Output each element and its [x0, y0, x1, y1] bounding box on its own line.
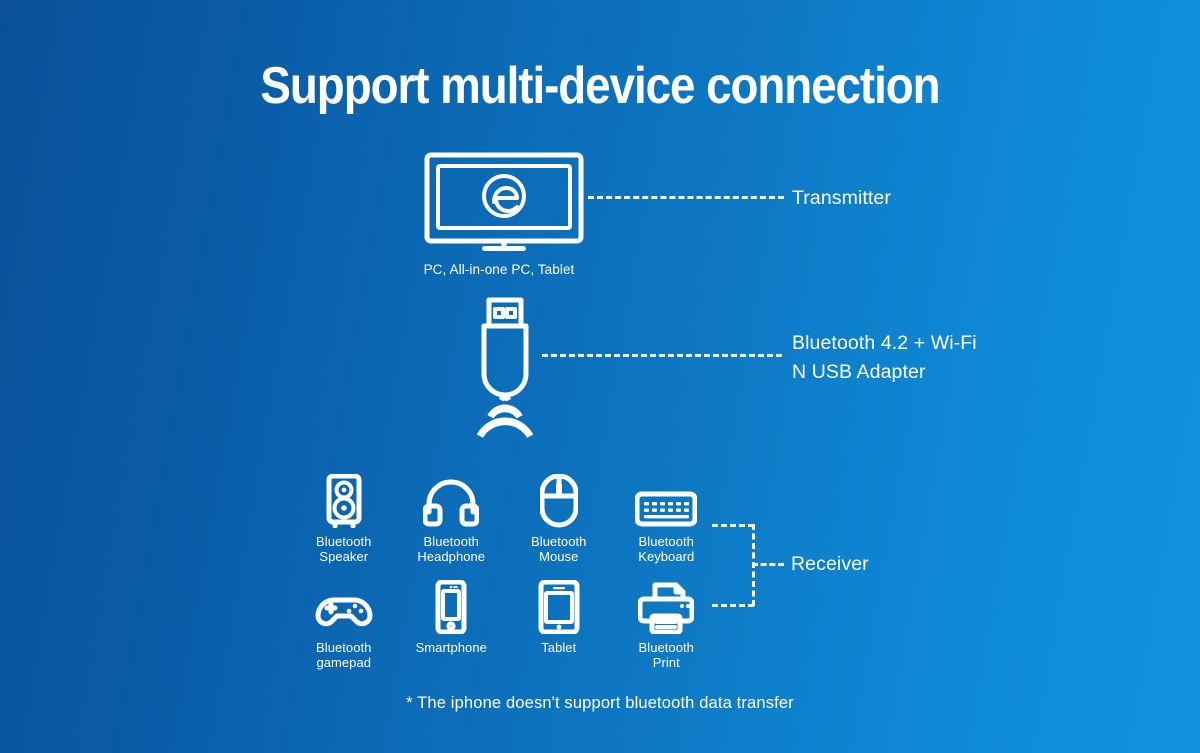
headphone-icon	[423, 479, 480, 527]
page-title: Support multi-device connection	[260, 57, 940, 115]
mouse-icon	[539, 474, 578, 528]
footnote: * The iphone doesn't support bluetooth d…	[406, 694, 794, 712]
monitor-icon	[424, 152, 584, 251]
device-headphone: Bluetooth Headphone	[398, 474, 506, 564]
device-label: Bluetooth Mouse	[531, 534, 587, 564]
smartphone-icon	[435, 580, 467, 634]
device-label: Tablet	[541, 640, 577, 655]
dashed-connector-receiver-label	[752, 563, 784, 566]
device-row: Bluetooth gamepad Smartphone	[290, 580, 720, 670]
device-printer: Bluetooth Print	[613, 580, 721, 670]
receiver-device-grid: Bluetooth Speaker Bluetooth Headphone	[290, 474, 720, 670]
device-label: Bluetooth gamepad	[316, 640, 372, 670]
tablet-icon	[538, 580, 580, 634]
device-smartphone: Smartphone	[398, 580, 506, 670]
device-label: Bluetooth Speaker	[316, 534, 372, 564]
dashed-connector-receiver-bottom	[712, 604, 754, 607]
adapter-label-line2: N USB Adapter	[792, 361, 926, 383]
dashed-connector-adapter	[542, 354, 782, 357]
usb-dongle-icon	[476, 297, 534, 438]
device-label: Bluetooth Headphone	[417, 534, 486, 564]
transmitter-label: Transmitter	[792, 187, 891, 209]
device-gamepad: Bluetooth gamepad	[290, 580, 398, 670]
gamepad-icon	[315, 597, 373, 627]
edge-browser-icon	[482, 174, 526, 218]
adapter-label-line1: Bluetooth 4.2 + Wi-Fi	[792, 332, 977, 354]
dashed-connector-transmitter	[588, 196, 784, 199]
device-label: Bluetooth Keyboard	[638, 534, 695, 564]
device-keyboard: Bluetooth Keyboard	[613, 474, 721, 564]
device-row: Bluetooth Speaker Bluetooth Headphone	[290, 474, 720, 564]
transmitter-caption: PC, All-in-one PC, Tablet	[423, 262, 575, 277]
device-tablet: Tablet	[505, 580, 613, 670]
adapter-device	[462, 296, 548, 446]
speaker-icon	[326, 474, 362, 528]
receiver-label: Receiver	[791, 553, 869, 575]
dashed-connector-receiver-top	[712, 524, 754, 527]
printer-icon	[638, 582, 695, 634]
transmitter-device: PC, All-in-one PC, Tablet	[424, 152, 584, 277]
device-speaker: Bluetooth Speaker	[290, 474, 398, 564]
device-mouse: Bluetooth Mouse	[505, 474, 613, 564]
adapter-label: Bluetooth 4.2 + Wi-Fi N USB Adapter	[792, 329, 977, 387]
keyboard-icon	[635, 491, 698, 527]
device-label: Smartphone	[415, 640, 487, 655]
device-label: Bluetooth Print	[638, 640, 694, 670]
wireless-signal-icon	[476, 395, 534, 438]
